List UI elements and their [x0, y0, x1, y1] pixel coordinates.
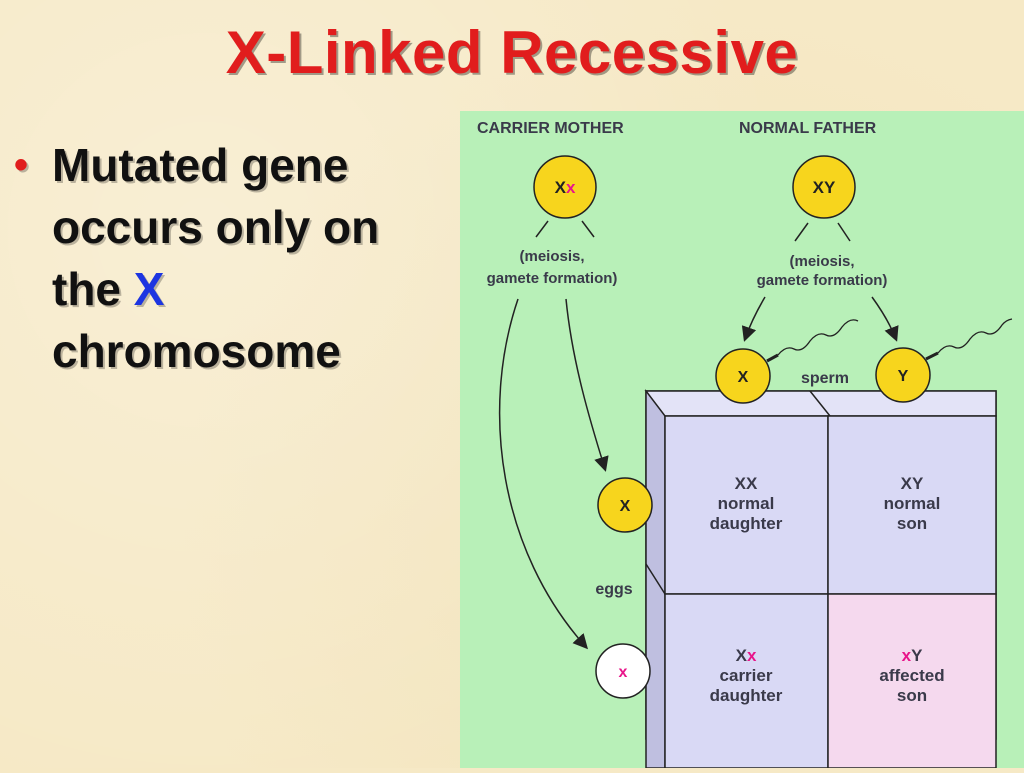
father-circle [792, 155, 856, 219]
father-meiosis-line1: (meiosis, [789, 253, 854, 270]
arrow-to-egg-x-mutant [498, 298, 589, 650]
mother-circle [533, 155, 597, 219]
egg-x-circle [597, 477, 653, 533]
egg-x-label: X [620, 498, 631, 515]
father-branch-right [837, 222, 851, 242]
cell-normal-son-genotype: XY [901, 474, 924, 493]
bullet-text: Mutated gene occurs only on the X chromo… [52, 134, 462, 382]
slide-title: X-Linked Recessive [225, 19, 799, 86]
carrier-allele-normal: X [736, 646, 748, 665]
affected-allele-mutant: x [902, 646, 912, 665]
mother-branch-right [581, 220, 595, 238]
carrier-allele-mutant: x [747, 646, 757, 665]
sperm-y: Y [875, 318, 1013, 403]
mother-allele-normal: X [555, 178, 567, 197]
cell-carrier-daughter-genotype: Xx [736, 646, 757, 665]
inheritance-diagram: CARRIER MOTHER NORMAL FATHER Xx XY (meio… [460, 111, 1024, 769]
sperm-label: sperm [801, 370, 849, 387]
mother-branch-left [535, 220, 549, 238]
sperm-x-tail [777, 319, 859, 356]
father-branch-left [794, 222, 809, 242]
arrow-to-sperm-y [871, 296, 899, 342]
father-meiosis-line2: gamete formation) [757, 272, 888, 289]
sperm-x-neck [766, 353, 779, 363]
punnett-top [644, 390, 997, 417]
cell-affected-son-line3: son [897, 686, 927, 705]
carrier-mother-label: CARRIER MOTHER [477, 120, 624, 137]
sperm-y-tail [937, 318, 1013, 354]
sperm-y-label: Y [898, 368, 909, 385]
diagram-svg: CARRIER MOTHER NORMAL FATHER Xx XY (meio… [477, 120, 1013, 769]
bullet-line-2: occurs only on [52, 201, 380, 253]
mother-allele-mutant: x [566, 178, 576, 197]
bullet-line-1: Mutated gene [52, 139, 349, 191]
father-genotype: XY [813, 178, 836, 197]
egg-x-mutant-circle [595, 643, 651, 699]
cell-normal-son-line2: normal [884, 494, 941, 513]
cell-normal-daughter-line2: normal [718, 494, 775, 513]
mother-genotype: Xx [555, 178, 576, 197]
normal-father-label: NORMAL FATHER [739, 120, 877, 137]
mother-meiosis-line1: (meiosis, [519, 248, 584, 265]
bullet-line-3: the X [52, 258, 462, 320]
sperm-y-circle [875, 347, 931, 403]
cell-affected-son-line2: affected [879, 666, 944, 685]
cell-carrier-daughter-line2: carrier [720, 666, 773, 685]
mother-meiosis-line2: gamete formation) [487, 270, 618, 287]
cell-normal-son-line3: son [897, 514, 927, 533]
sperm-x-circle [715, 348, 771, 404]
cell-affected-son [827, 593, 997, 769]
cell-normal-daughter-line3: daughter [710, 514, 783, 533]
cell-affected-son-genotype: xY [902, 646, 923, 665]
eggs-label: eggs [595, 581, 632, 598]
cell-carrier-daughter [664, 593, 829, 769]
punnett-side-divider [645, 563, 666, 595]
egg-x-mutant-label: x [619, 664, 628, 681]
arrow-to-sperm-x [741, 296, 766, 342]
cell-carrier-daughter-line3: daughter [710, 686, 783, 705]
x-highlight: X [133, 263, 165, 315]
bullet-line-3-prefix: the [52, 263, 134, 315]
sperm-x-label: X [738, 369, 749, 386]
arrow-to-egg-x [565, 298, 609, 472]
bullet-dot-icon: • [14, 143, 29, 187]
cell-normal-daughter [664, 415, 829, 595]
cell-normal-son [827, 415, 997, 595]
bullet-line-4: chromosome [52, 325, 341, 377]
sperm-y-neck [925, 351, 939, 361]
cell-normal-daughter-genotype: XX [735, 474, 758, 493]
affected-allele-y: Y [911, 646, 923, 665]
punnett-top-divider [809, 390, 831, 417]
sperm-x: X [715, 319, 859, 404]
